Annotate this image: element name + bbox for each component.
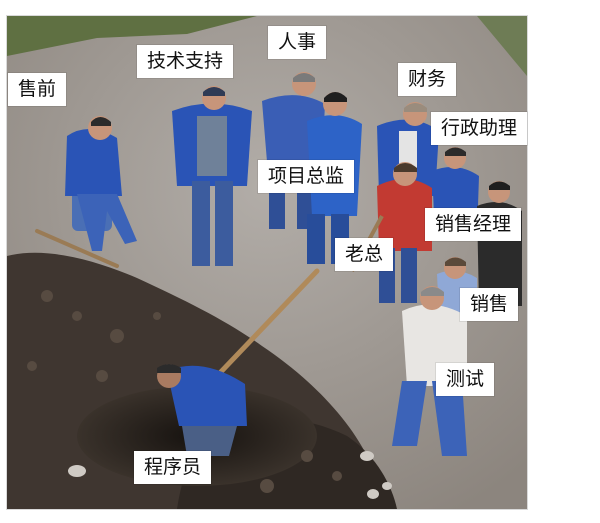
grass-edge-right [477, 16, 527, 76]
person-programmer [157, 364, 247, 456]
grass-edge [7, 16, 257, 56]
label-hr: 人事 [268, 26, 327, 59]
person-tech-support [172, 86, 252, 266]
dirt-clods [27, 290, 342, 493]
photo [6, 15, 528, 510]
label-boss: 老总 [335, 238, 394, 271]
label-programmer: 程序员 [134, 451, 212, 484]
label-presales: 售前 [8, 73, 67, 106]
stones [68, 451, 392, 499]
label-project-director: 项目总监 [258, 160, 355, 193]
person-finance [377, 102, 439, 196]
label-testing: 测试 [436, 363, 495, 396]
label-finance: 财务 [398, 63, 457, 96]
shovel-handle [214, 268, 320, 379]
label-admin-assistant: 行政助理 [431, 112, 528, 145]
person-presales [65, 116, 137, 251]
label-sales: 销售 [460, 288, 519, 321]
label-tech-support: 技术支持 [137, 45, 234, 78]
stick [35, 229, 119, 268]
label-sales-manager: 销售经理 [425, 208, 522, 241]
